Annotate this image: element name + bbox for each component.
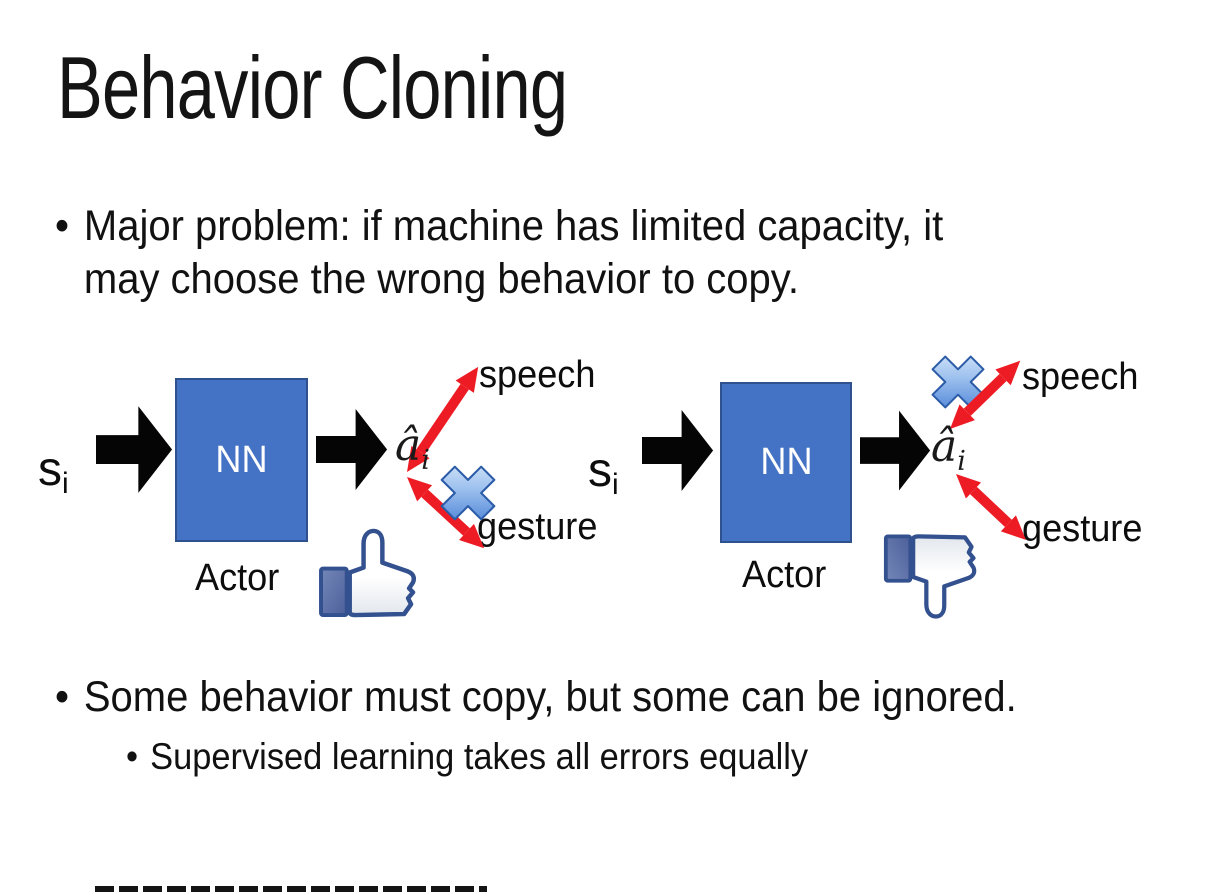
bullet-dot: • [55,202,70,250]
speech-label-left: speech [479,354,596,396]
bullet-some-behavior: • Some behavior must copy, but some can … [55,671,1017,723]
bullet-dot: • [126,736,139,777]
output-arrow-icon-left [316,402,388,497]
state-subscript: i [62,467,69,500]
speech-label-right: speech [1022,356,1139,398]
gesture-label-left: gesture [477,506,598,548]
nn-label: NN [759,441,813,483]
bullet-supervised-learning: • Supervised learning takes all errors e… [126,734,808,780]
nn-box-right: NN [720,382,852,543]
output-arrow-icon-right [860,403,931,498]
action-var: â [931,421,958,472]
action-subscript: i [421,445,430,476]
output-action-label-left: âi [395,424,430,475]
state-var: s [38,443,62,496]
input-arrow-icon-left [96,402,173,497]
nn-box-left: NN [175,378,308,542]
bullet-line-1: Major problem: if machine has limited ca… [83,202,944,250]
bullet-line-2: may choose the wrong behavior to copy. [83,254,799,303]
state-var: s [588,444,612,497]
actor-label-left: Actor [195,557,280,599]
input-state-label-right: si [588,443,619,501]
state-subscript: i [612,468,619,501]
bullet-supervised-learning-text: Supervised learning takes all errors equ… [150,736,809,777]
thumbs-up-icon [317,527,422,620]
bullet-major-problem: • Major problem: if machine has limited … [55,200,943,305]
input-arrow-icon-right [642,403,714,498]
bullet-some-behavior-text: Some behavior must copy, but some can be… [83,673,1017,721]
cross-out-icon-right-speech [928,352,988,417]
cutoff-next-line-strip [95,886,487,892]
actor-label-right: Actor [742,554,827,596]
output-action-label-right: âi [931,425,966,476]
cross-out-icon-left-gesture [437,462,499,529]
action-subscript: i [957,446,966,477]
action-var: â [395,420,422,471]
thumbs-down-icon [883,529,981,623]
page-title: Behavior Cloning [57,38,568,137]
nn-label: NN [215,438,268,481]
bullet-major-problem-text: Major problem: if machine has limited ca… [84,200,943,305]
bullet-dot: • [55,673,70,721]
gesture-label-right: gesture [1022,508,1143,550]
input-state-label-left: si [38,442,69,500]
